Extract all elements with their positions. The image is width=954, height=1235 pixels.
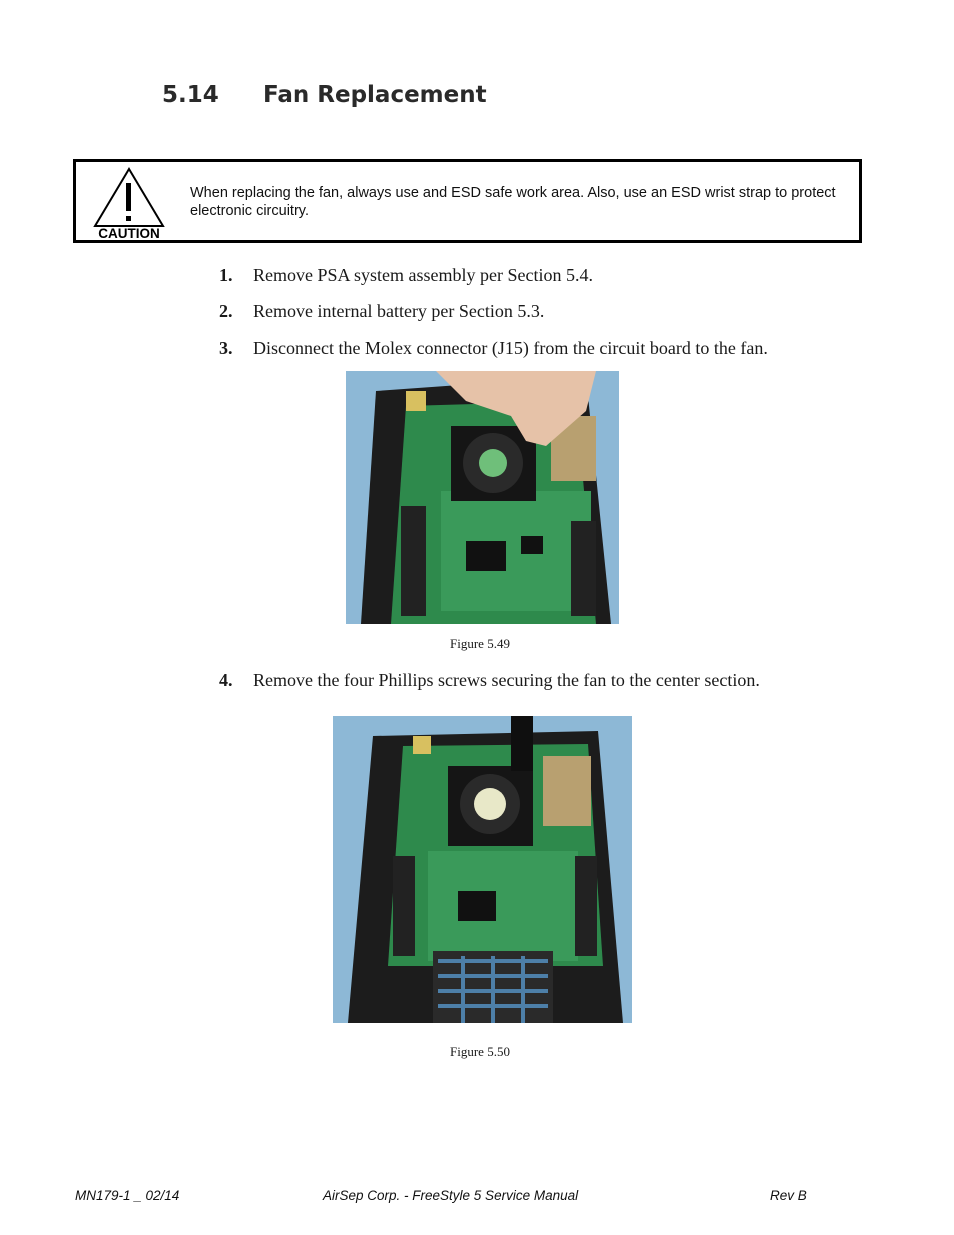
caution-label: CAUTION — [98, 226, 160, 239]
step-text: Disconnect the Molex connector (J15) fro… — [253, 338, 768, 358]
step-text: Remove PSA system assembly per Section 5… — [253, 265, 593, 285]
figure-caption: Figure 5.49 — [450, 636, 510, 651]
step-number: 3. — [219, 338, 233, 358]
section-title: Fan Replacement — [263, 82, 487, 108]
caution-warning-icon: CAUTION — [93, 165, 165, 241]
caution-text: When replacing the fan, always use and E… — [190, 185, 836, 219]
figure-photo-fan-connector — [346, 371, 619, 624]
step-text: Remove internal battery per Section 5.3. — [253, 301, 545, 321]
step-number: 4. — [219, 670, 233, 690]
step-text: Remove the four Phillips screws securing… — [253, 670, 760, 690]
section-heading: 5.14 Fan Replacement — [162, 82, 762, 118]
section-number: 5.14 — [162, 82, 219, 108]
footer-manual-title: AirSep Corp. - FreeStyle 5 Service Manua… — [323, 1188, 579, 1203]
step-number: 2. — [219, 301, 233, 321]
footer-revision: Rev B — [770, 1188, 807, 1203]
figure-photo-fan-screws — [333, 716, 632, 1023]
step-number: 1. — [219, 265, 233, 285]
figure-caption: Figure 5.50 — [450, 1044, 510, 1059]
caution-box: CAUTION When replacing the fan, always u… — [73, 159, 862, 243]
footer-document-id: MN179-1 _ 02/14 — [75, 1188, 180, 1203]
